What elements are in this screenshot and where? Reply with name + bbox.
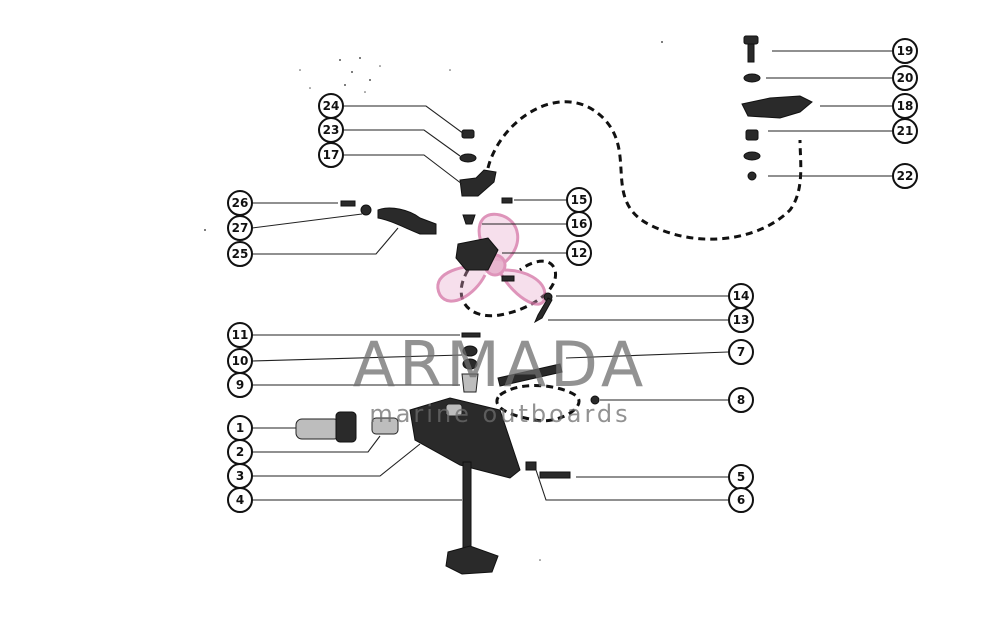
watermark-brand: ARMADA — [353, 328, 647, 401]
scan-speckle — [204, 41, 663, 561]
svg-text:21: 21 — [897, 124, 914, 138]
svg-text:4: 4 — [236, 493, 244, 507]
callout-8: 8 — [728, 387, 754, 413]
callout-4: 4 — [227, 487, 253, 513]
svg-text:25: 25 — [232, 247, 249, 261]
svg-text:3: 3 — [236, 469, 244, 483]
callout-16: 16 — [566, 211, 592, 237]
callout-9: 9 — [227, 372, 253, 398]
svg-text:16: 16 — [571, 217, 588, 231]
svg-text:24: 24 — [323, 99, 340, 113]
callout-5: 5 — [728, 464, 754, 490]
callout-11: 11 — [227, 322, 253, 348]
callout-17: 17 — [318, 142, 344, 168]
svg-text:19: 19 — [897, 44, 914, 58]
callout-24: 24 — [318, 93, 344, 119]
callout-27: 27 — [227, 215, 253, 241]
callout-14: 14 — [728, 283, 754, 309]
svg-text:20: 20 — [897, 71, 914, 85]
svg-text:11: 11 — [232, 328, 249, 342]
callout-6: 6 — [728, 487, 754, 513]
svg-text:12: 12 — [571, 246, 588, 260]
callout-18: 18 — [892, 93, 918, 119]
callout-3: 3 — [227, 463, 253, 489]
callouts: 19 20 18 21 22 24 23 17 15 16 12 14 13 2… — [227, 38, 918, 513]
svg-text:9: 9 — [236, 378, 244, 392]
callout-10: 10 — [227, 348, 253, 374]
armada-watermark: ARMADA marine outboards — [353, 328, 647, 428]
svg-text:7: 7 — [737, 345, 745, 359]
leader-lines — [251, 50, 892, 501]
callout-22: 22 — [892, 163, 918, 189]
watermark-tagline: marine outboards — [369, 400, 630, 428]
callout-21: 21 — [892, 118, 918, 144]
svg-text:17: 17 — [323, 148, 340, 162]
callout-1: 1 — [227, 415, 253, 441]
callout-2: 2 — [227, 439, 253, 465]
svg-text:1: 1 — [236, 421, 244, 435]
svg-text:6: 6 — [737, 493, 745, 507]
callout-20: 20 — [892, 65, 918, 91]
svg-text:5: 5 — [737, 470, 745, 484]
parts — [295, 35, 813, 575]
callout-13: 13 — [728, 307, 754, 333]
callout-25: 25 — [227, 241, 253, 267]
svg-text:10: 10 — [232, 354, 249, 368]
callout-23: 23 — [318, 117, 344, 143]
callout-19: 19 — [892, 38, 918, 64]
svg-text:2: 2 — [236, 445, 244, 459]
callout-26: 26 — [227, 190, 253, 216]
svg-text:26: 26 — [232, 196, 249, 210]
svg-text:23: 23 — [323, 123, 340, 137]
svg-text:13: 13 — [733, 313, 750, 327]
callout-15: 15 — [566, 187, 592, 213]
svg-text:22: 22 — [897, 169, 914, 183]
svg-text:15: 15 — [571, 193, 588, 207]
svg-text:27: 27 — [232, 221, 249, 235]
callout-7: 7 — [728, 339, 754, 365]
svg-text:8: 8 — [737, 393, 745, 407]
svg-text:18: 18 — [897, 99, 914, 113]
svg-text:14: 14 — [733, 289, 750, 303]
callout-12: 12 — [566, 240, 592, 266]
